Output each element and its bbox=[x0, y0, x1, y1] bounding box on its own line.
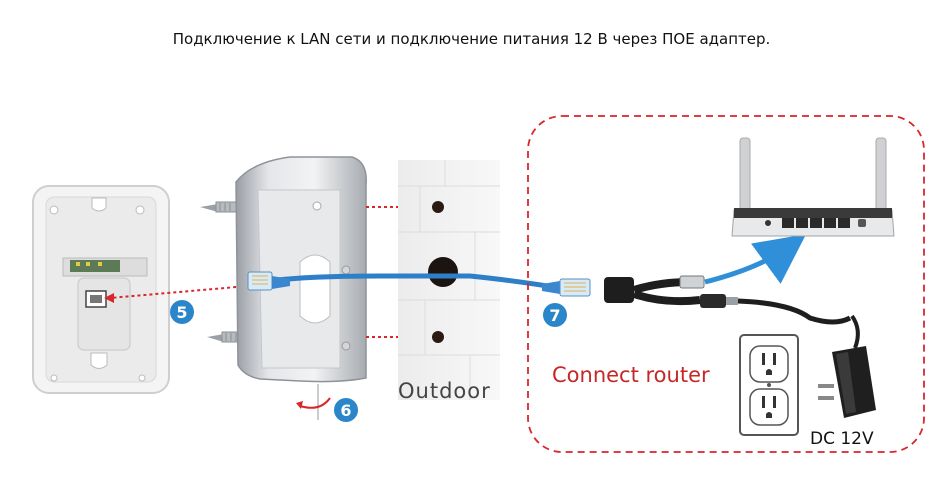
svg-text:5: 5 bbox=[176, 303, 187, 322]
step-badge-7: 7 bbox=[543, 303, 567, 327]
power-adapter-icon bbox=[818, 314, 876, 418]
router-icon bbox=[731, 137, 895, 237]
diagram-caption: Подключение к LAN сети и подключение пит… bbox=[172, 30, 771, 48]
doorbell-device bbox=[32, 185, 170, 394]
connect-router-label: Connect router bbox=[552, 363, 710, 387]
step-badge-5: 5 bbox=[170, 300, 194, 324]
connect-arrow bbox=[704, 234, 807, 285]
power-outlet-icon bbox=[739, 334, 799, 436]
poe-splitter bbox=[604, 275, 852, 325]
rotate-arrow bbox=[296, 384, 331, 420]
svg-text:6: 6 bbox=[340, 401, 351, 420]
svg-text:7: 7 bbox=[549, 306, 560, 325]
step-badge-6: 6 bbox=[334, 398, 358, 422]
dc-12v-label: DC 12V bbox=[810, 429, 874, 449]
wall bbox=[398, 160, 500, 400]
screw-top bbox=[200, 201, 245, 213]
port-pointer-arrow bbox=[104, 285, 249, 303]
rain-hood bbox=[235, 156, 367, 383]
outdoor-label: Outdoor bbox=[398, 379, 491, 403]
router-area-outline bbox=[527, 115, 925, 453]
